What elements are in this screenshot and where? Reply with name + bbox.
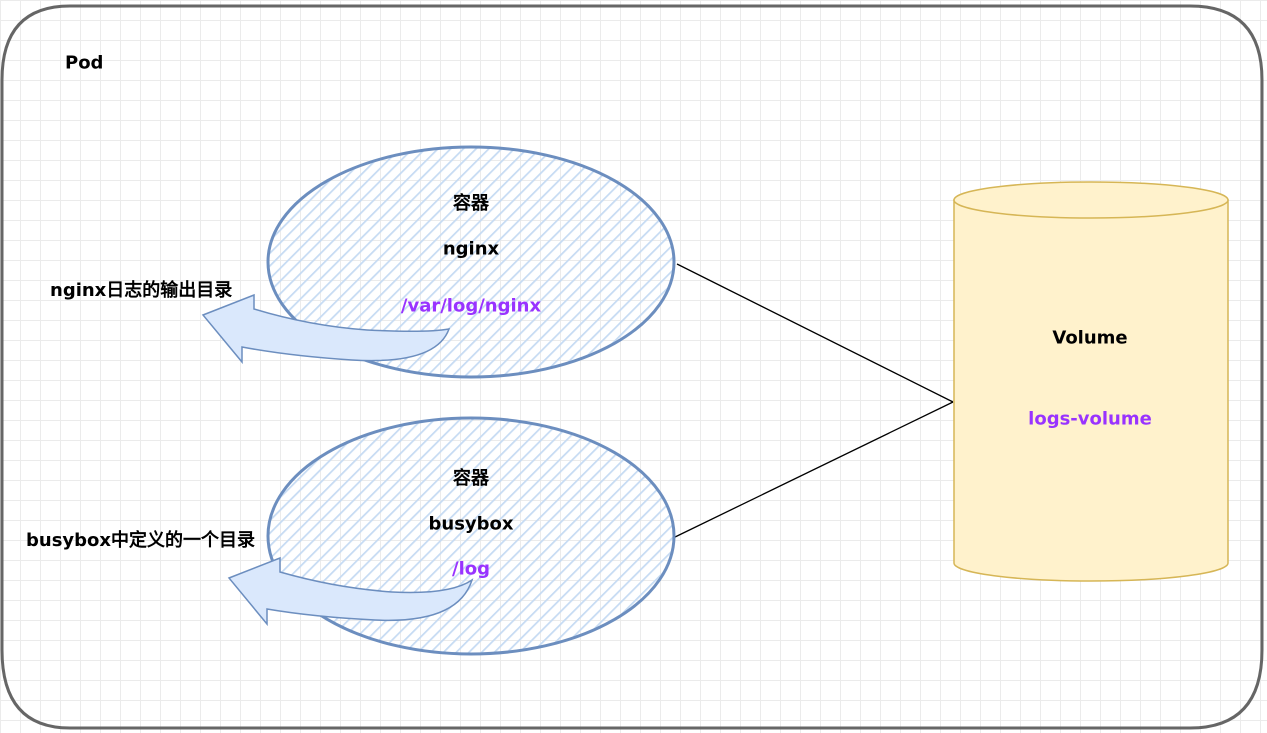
busybox-container-title: 容器 [453, 468, 489, 489]
busybox-output-label: busybox中定义的一个目录 [26, 530, 256, 551]
container-busybox-ellipse[interactable] [266, 416, 676, 656]
nginx-output-arrow[interactable] [201, 293, 451, 365]
busybox-log-path: /log [452, 558, 490, 580]
pod-boundary[interactable] [0, 4, 1264, 730]
volume-title: Volume [1052, 327, 1128, 349]
nginx-log-path: /var/log/nginx [400, 295, 542, 317]
busybox-container-name: busybox [428, 513, 514, 535]
nginx-container-title: 容器 [453, 193, 489, 214]
pod-label: Pod [65, 52, 104, 74]
link-busybox-volume[interactable] [672, 401, 954, 539]
volume-cylinder-top [953, 181, 1229, 219]
nginx-output-label: nginx日志的输出目录 [50, 280, 233, 301]
nginx-container-name: nginx [442, 238, 500, 260]
volume-cylinder-body[interactable] [953, 199, 1229, 582]
volume-name: logs-volume [1028, 408, 1152, 430]
container-nginx-ellipse[interactable] [266, 145, 676, 379]
busybox-output-arrow[interactable] [227, 556, 474, 627]
link-nginx-volume[interactable] [676, 263, 954, 403]
